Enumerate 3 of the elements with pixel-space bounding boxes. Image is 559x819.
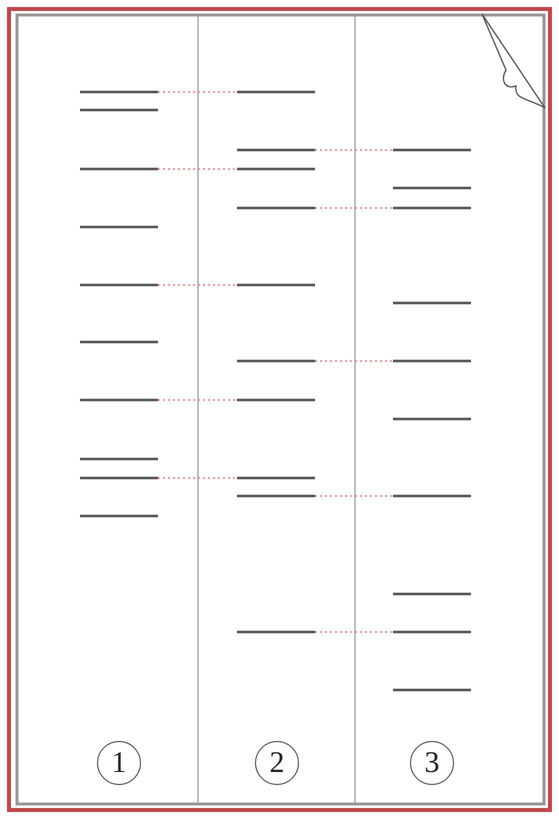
lane-number: 1 xyxy=(97,741,141,785)
lane-number: 2 xyxy=(255,741,299,785)
lane-number: 3 xyxy=(410,741,454,785)
